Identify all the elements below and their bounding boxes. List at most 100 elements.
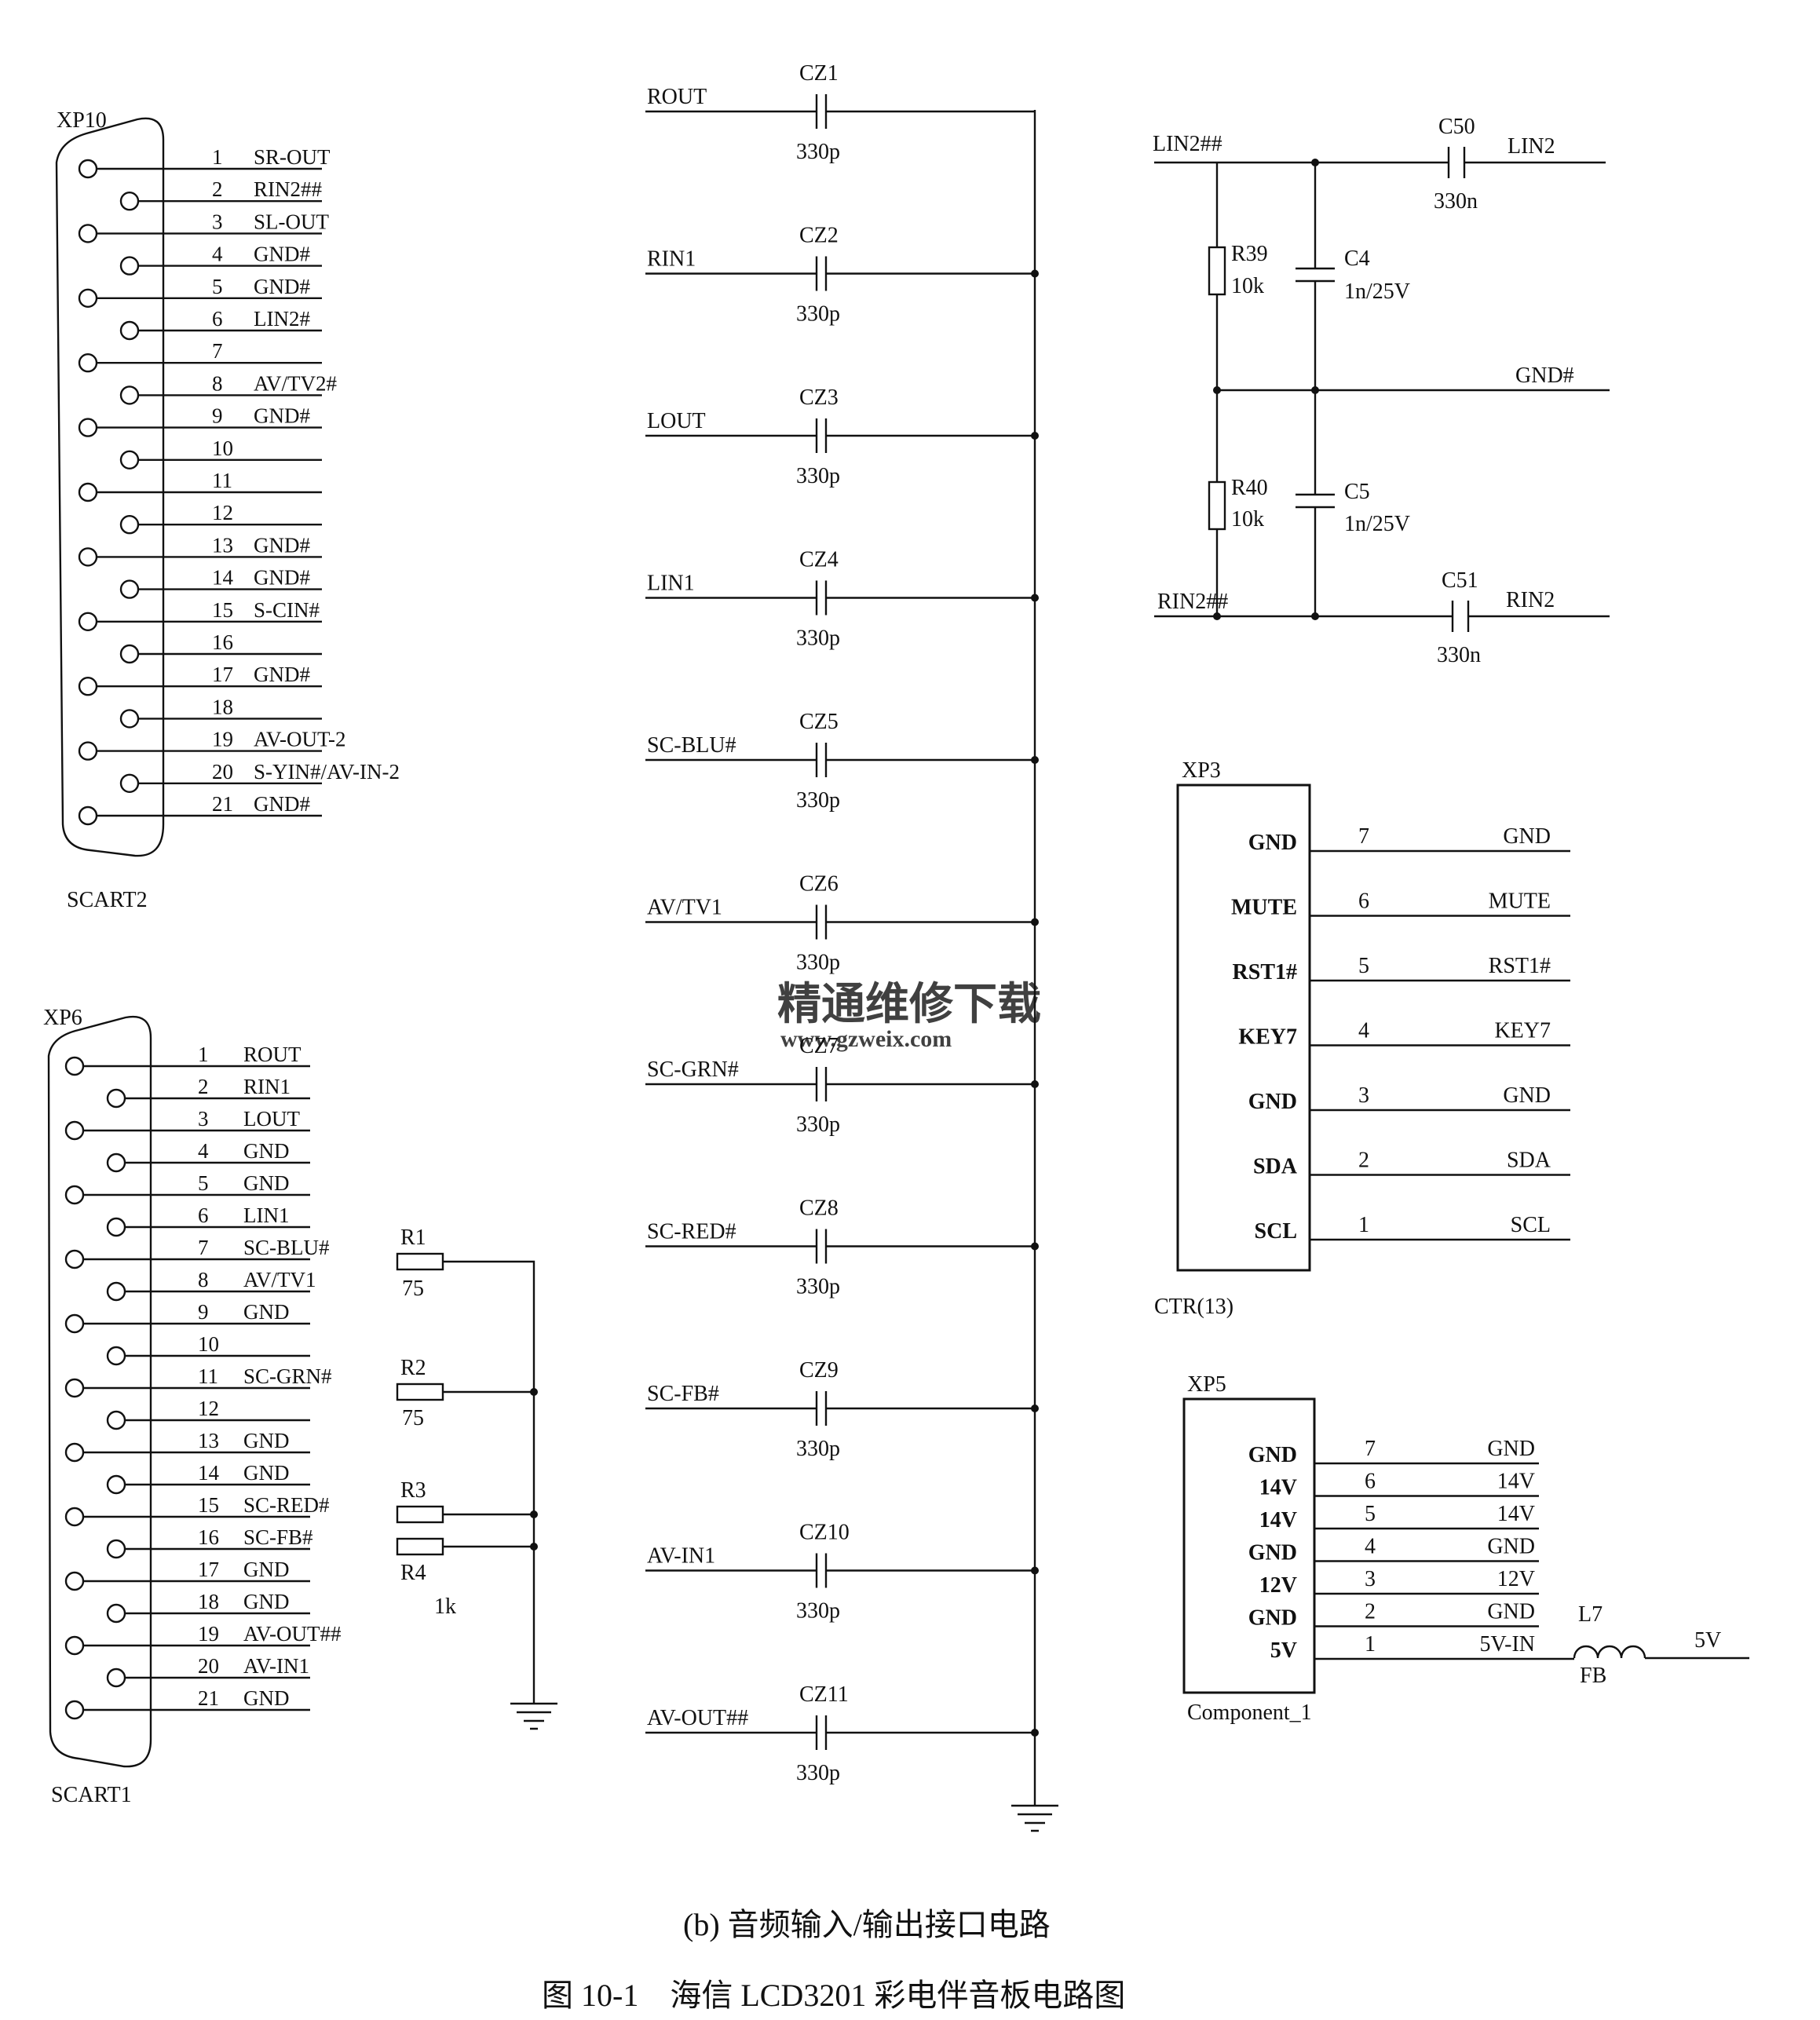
scart-pin-number: 18: [212, 695, 233, 718]
c51-value: 330n: [1437, 643, 1481, 667]
scart-pin-hole: [64, 1378, 85, 1398]
scart-pin-label: SL-OUT: [254, 210, 329, 233]
scart-pin-number: 2: [212, 177, 223, 201]
cap-value: 330p: [796, 464, 840, 488]
connector-inner-label: GND: [1248, 1090, 1297, 1114]
scart-pin-number: 1: [198, 1043, 209, 1066]
connector-inner-label: RST1#: [1233, 960, 1297, 984]
scart-pin-number: 13: [198, 1429, 219, 1452]
connector-pin-number: 1: [1365, 1632, 1376, 1657]
scart-pin-number: 9: [198, 1300, 209, 1324]
connector-outer-label: GND: [1487, 1535, 1535, 1559]
lin2-input-label: LIN2##: [1153, 132, 1222, 156]
scart-pin-label: SC-FB#: [243, 1525, 313, 1549]
resistor-r1: R1 75: [396, 1226, 444, 1301]
scart-pin-number: 4: [212, 243, 223, 266]
c4-value: 1n/25V: [1344, 279, 1410, 304]
connector-inner-label: 5V: [1270, 1638, 1297, 1663]
scart-pin-hole: [106, 1152, 126, 1173]
scart-pin-label: SC-RED#: [243, 1493, 330, 1517]
connector-inner-label: 12V: [1259, 1573, 1297, 1598]
cap-value: 330p: [796, 788, 840, 813]
r1-ref: R1: [400, 1226, 426, 1250]
c5-value: 1n/25V: [1344, 512, 1410, 536]
scart-pin-label: GND: [243, 1461, 290, 1485]
scart-pin-number: 10: [212, 437, 233, 460]
junction-dot: [1031, 756, 1039, 764]
cap-net-label: SC-GRN#: [647, 1057, 739, 1082]
cap-ref: CZ11: [799, 1682, 849, 1707]
scart-pin-hole: [106, 1668, 126, 1688]
scart-pin-number: 15: [212, 598, 233, 622]
scart-pin-number: 21: [198, 1686, 219, 1710]
cap-value: 330p: [796, 1599, 840, 1624]
scart-pin-hole: [106, 1346, 126, 1366]
cap-ref: CZ3: [799, 385, 839, 410]
scart-pin-number: 6: [212, 307, 223, 331]
cap-net-label: AV-IN1: [647, 1544, 715, 1569]
connector-pin-number: 4: [1365, 1535, 1376, 1559]
connector-inner-label: GND: [1248, 1606, 1297, 1631]
scart-pin-number: 10: [198, 1332, 219, 1356]
connector-outer-label: 12V: [1497, 1567, 1535, 1591]
scart-pin-label: GND: [243, 1686, 290, 1710]
r4-value: 1k: [434, 1594, 456, 1619]
junction-dot: [1031, 1405, 1039, 1412]
scart-pin-number: 3: [212, 210, 223, 233]
scart-pin-number: 20: [212, 760, 233, 784]
l7-ref: L7: [1578, 1602, 1603, 1627]
capacitor-bank: ROUTCZ1330pRIN1CZ2330pLOUTCZ3330pLIN1CZ4…: [645, 61, 1058, 1832]
scart-pin-number: 11: [198, 1364, 218, 1388]
connector-inner-label: SCL: [1255, 1219, 1297, 1244]
scart-pin-label: GND#: [254, 792, 310, 816]
junction-dot: [1031, 594, 1039, 602]
resistor-r4: R4 1k: [396, 1537, 456, 1619]
cap-net-label: RIN1: [647, 247, 696, 272]
scart-pin-number: 5: [212, 275, 223, 298]
cap-value: 330p: [796, 1761, 840, 1785]
connector-inner-label: 14V: [1259, 1508, 1297, 1532]
xp3-name: CTR(13): [1154, 1295, 1233, 1319]
scart-pin-hole: [119, 773, 140, 793]
l7-type: FB: [1580, 1664, 1606, 1688]
r39-ref: R39: [1231, 242, 1268, 266]
c51-ref: C51: [1442, 568, 1478, 593]
scart-pin-number: 3: [198, 1107, 209, 1131]
scart-pin-number: 4: [198, 1139, 209, 1163]
connector-outer-label: GND: [1503, 1083, 1551, 1108]
connector-pin-number: 7: [1358, 824, 1369, 849]
cap-net-label: LOUT: [647, 409, 706, 433]
connector-outer-label: RST1#: [1489, 954, 1551, 978]
ground-symbol: [510, 1702, 557, 1730]
r40-ref: R40: [1231, 476, 1268, 500]
scart-pin-hole: [78, 159, 98, 179]
cap-net-label: SC-FB#: [647, 1382, 719, 1406]
xp5-ref: XP5: [1187, 1372, 1226, 1397]
scart-pin-label: GND: [243, 1171, 290, 1195]
connector-pin-number: 6: [1365, 1470, 1376, 1494]
scart-pin-hole: [64, 1185, 85, 1205]
scart-pin-label: GND#: [254, 243, 310, 266]
junction-dot: [1031, 269, 1039, 278]
scart-pin-number: 12: [212, 501, 233, 524]
scart-pin-number: 14: [198, 1461, 220, 1485]
cap-net-label: SC-BLU#: [647, 733, 736, 758]
cap-value: 330p: [796, 1112, 840, 1137]
scart-pin-number: 17: [198, 1558, 219, 1581]
connector-outer-label: 14V: [1497, 1502, 1535, 1526]
sub-caption: (b) 音频输入/输出接口电路: [683, 1907, 1051, 1942]
rin2-input-label: RIN2##: [1157, 590, 1228, 614]
r39-value: 10k: [1231, 274, 1264, 298]
lin2-output-label: LIN2: [1508, 134, 1555, 159]
connector-inner-label: 14V: [1259, 1476, 1297, 1500]
connector-pin-number: 4: [1358, 1019, 1369, 1043]
cap-ref: CZ8: [799, 1196, 839, 1221]
scart-pin-number: 11: [212, 469, 232, 492]
scart-pin-label: AV-OUT-2: [254, 728, 346, 751]
c50-value: 330n: [1434, 189, 1478, 214]
scart-pin-label: LIN2#: [254, 307, 310, 331]
scart-pin-hole: [78, 353, 98, 373]
junction-dot: [1031, 1242, 1039, 1251]
